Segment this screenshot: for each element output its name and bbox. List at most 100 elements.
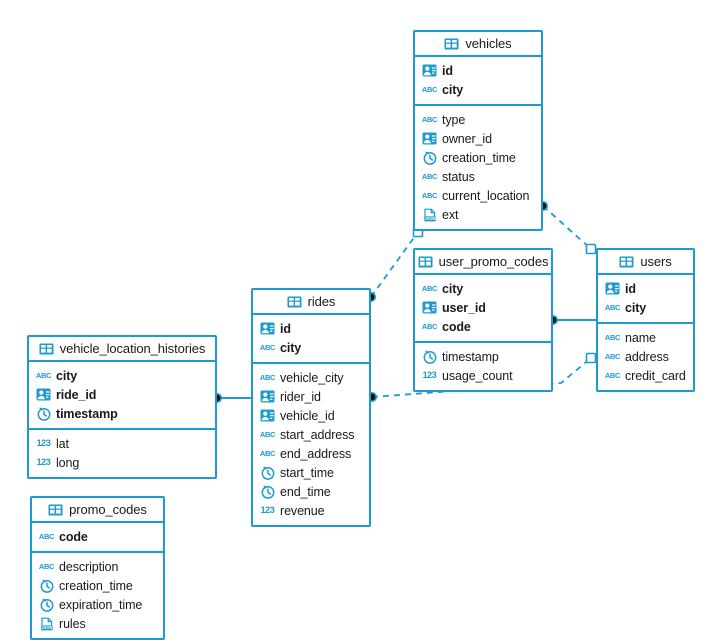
abc-string-icon: ABC xyxy=(421,171,438,181)
column-label: ride_id xyxy=(56,387,97,402)
primary-key-row[interactable]: id xyxy=(253,319,369,338)
abc-string-icon: ABC xyxy=(259,342,276,352)
primary-key-row[interactable]: id xyxy=(415,61,541,80)
primary-key-row[interactable]: ABC code xyxy=(415,317,551,336)
table-title: user_promo_codes xyxy=(438,254,549,269)
primary-key-section: ABC city ride_id timestamp xyxy=(29,362,215,430)
table-title: users xyxy=(640,254,672,269)
table-header-vehicle_location_histories[interactable]: vehicle_location_histories xyxy=(29,337,215,362)
table-header-users[interactable]: users xyxy=(598,250,693,275)
primary-key-row[interactable]: user_id xyxy=(415,298,551,317)
table-title: rides xyxy=(307,294,336,309)
column-label: end_time xyxy=(280,484,331,499)
abc-string-icon: ABC xyxy=(604,351,621,361)
clock-icon xyxy=(422,349,437,364)
column-label: city xyxy=(280,340,302,355)
column-label: timestamp xyxy=(56,406,118,421)
relationship-user_promo_codes-to-users[interactable] xyxy=(547,314,596,325)
abc-string-icon: ABC xyxy=(38,561,55,571)
column-row[interactable]: start_time xyxy=(253,463,369,482)
svg-text:JSON: JSON xyxy=(41,625,52,630)
primary-key-row[interactable]: ABC city xyxy=(29,366,215,385)
column-label: credit_card xyxy=(625,368,686,383)
column-row[interactable]: timestamp xyxy=(415,347,551,366)
number-123-icon: 123 xyxy=(36,457,51,467)
column-row[interactable]: owner_id xyxy=(415,129,541,148)
column-row[interactable]: creation_time xyxy=(32,576,163,595)
column-row[interactable]: creation_time xyxy=(415,148,541,167)
table-header-rides[interactable]: rides xyxy=(253,290,369,315)
column-row[interactable]: expiration_time xyxy=(32,595,163,614)
identity-key-icon xyxy=(605,281,620,296)
relationship-vehicle_location_histories-to-rides[interactable] xyxy=(212,392,251,403)
column-label: end_address xyxy=(280,446,352,461)
column-label: id xyxy=(625,281,636,296)
clock-icon xyxy=(39,597,54,612)
primary-key-row[interactable]: ride_id xyxy=(29,385,215,404)
column-label: id xyxy=(280,321,291,336)
column-label: lat xyxy=(56,436,69,451)
column-label: city xyxy=(56,368,78,383)
column-label: timestamp xyxy=(442,349,499,364)
table-header-vehicles[interactable]: vehicles xyxy=(415,32,541,57)
column-label: rider_id xyxy=(280,389,321,404)
abc-string-icon: ABC xyxy=(604,370,621,380)
column-row[interactable]: vehicle_id xyxy=(253,406,369,425)
identity-key-icon xyxy=(260,389,275,404)
column-row[interactable]: rider_id xyxy=(253,387,369,406)
column-label: type xyxy=(442,112,466,127)
column-label: vehicle_id xyxy=(280,408,335,423)
table-header-promo_codes[interactable]: promo_codes xyxy=(32,498,163,523)
column-row[interactable]: end_time xyxy=(253,482,369,501)
relationship-vehicles-to-users[interactable] xyxy=(537,201,597,255)
column-label: code xyxy=(59,529,88,544)
clock-icon xyxy=(260,465,275,480)
primary-key-row[interactable]: id xyxy=(598,279,693,298)
primary-key-row[interactable]: timestamp xyxy=(29,404,215,423)
json-document-icon: JSON xyxy=(39,616,54,631)
table-header-user_promo_codes[interactable]: user_promo_codes xyxy=(415,250,551,275)
abc-string-icon: ABC xyxy=(259,429,276,439)
svg-text:JSON: JSON xyxy=(424,216,435,221)
column-label: creation_time xyxy=(442,150,516,165)
relationship-line xyxy=(542,205,592,250)
column-row[interactable]: ABC credit_card xyxy=(598,366,693,385)
table-grid-icon xyxy=(287,294,302,309)
identity-key-icon xyxy=(422,131,437,146)
identity-key-icon xyxy=(422,300,437,315)
abc-string-icon: ABC xyxy=(259,372,276,382)
column-label: code xyxy=(442,319,471,334)
primary-key-row[interactable]: ABC city xyxy=(253,338,369,357)
abc-string-icon: ABC xyxy=(35,370,52,380)
abc-string-icon: ABC xyxy=(604,302,621,312)
abc-string-icon: ABC xyxy=(421,321,438,331)
clock-icon xyxy=(36,406,51,421)
